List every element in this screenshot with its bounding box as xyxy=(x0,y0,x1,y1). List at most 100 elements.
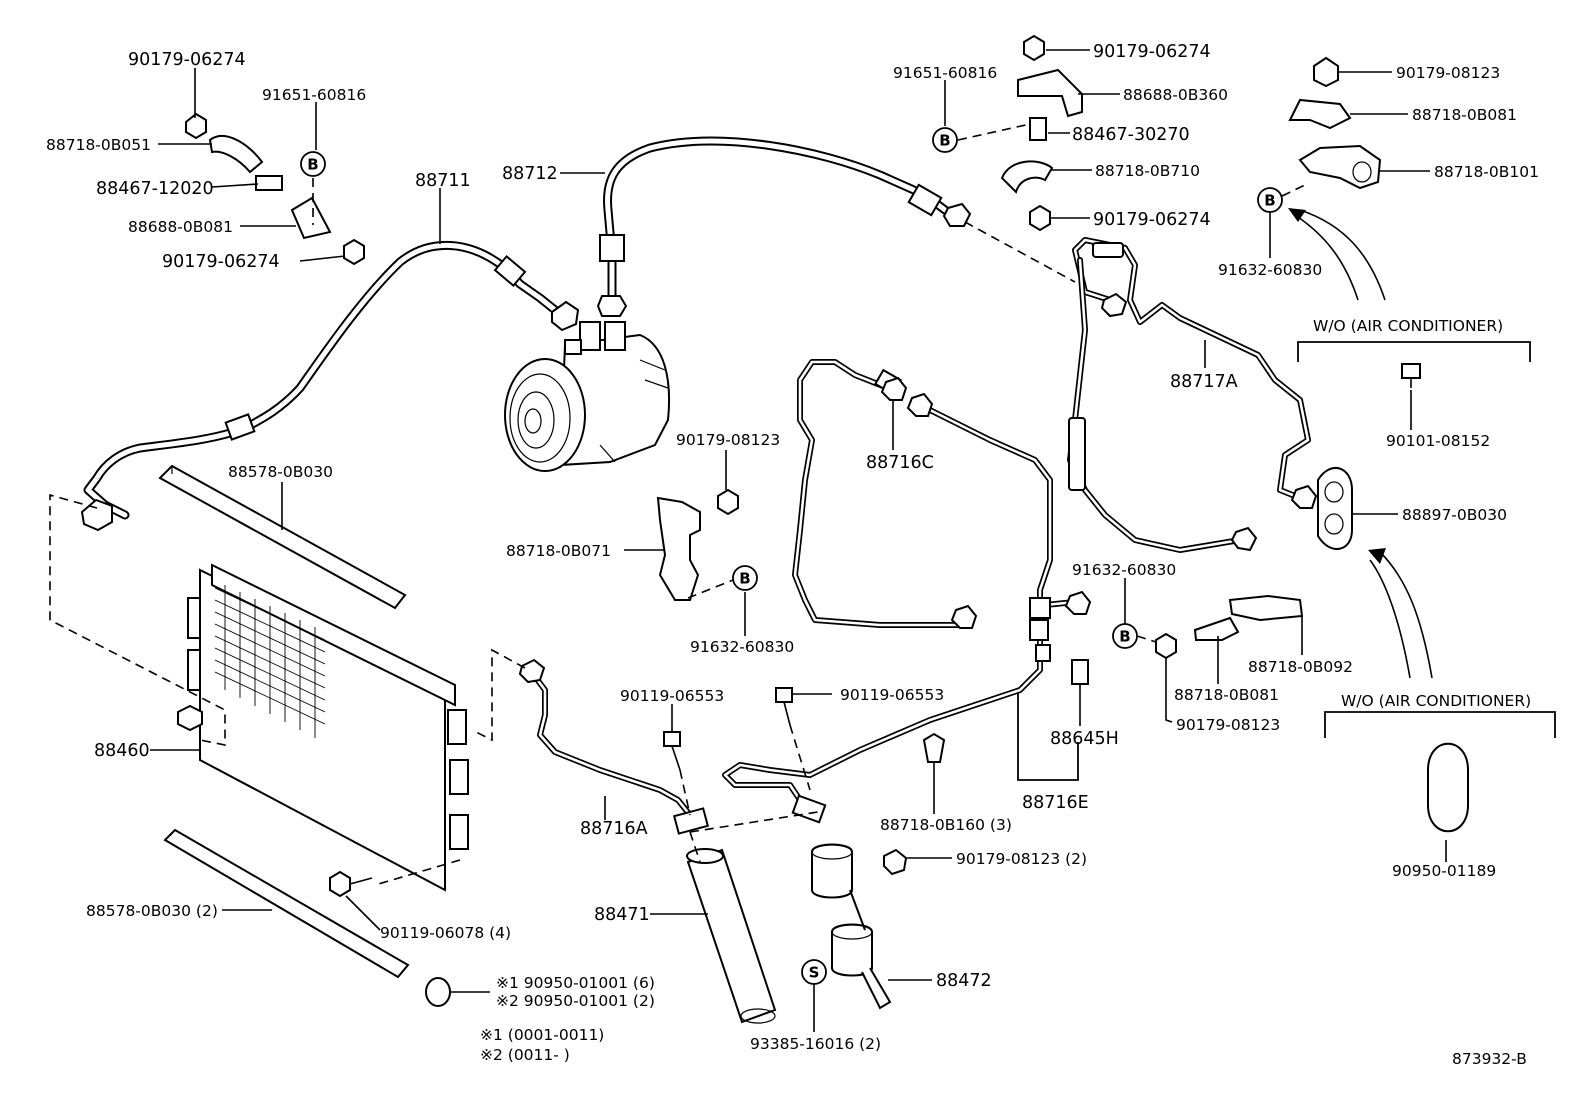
label-diagram-id: 873932-B xyxy=(1452,1050,1527,1068)
grommet-88897-0B030 xyxy=(1317,467,1353,550)
cushion-88467-12020 xyxy=(255,175,283,191)
label-93385-16016: 93385-16016 (2) xyxy=(750,1035,881,1053)
label-91632-60830-m: 91632-60830 xyxy=(690,638,794,656)
mark-b-tr: B xyxy=(932,127,958,153)
seal-88578-0B030 xyxy=(158,464,407,610)
label-90119-06553-b: 90119-06553 xyxy=(840,686,944,704)
clamp-88718-0B101 xyxy=(1298,144,1382,190)
part-labels: 90179-06274 91651-60816 88718-0B051 8846… xyxy=(46,42,1539,1068)
pipe-88716A xyxy=(518,658,710,835)
bracket-88718-0B071 xyxy=(656,496,701,601)
mark-b-far-right: B xyxy=(1257,187,1283,213)
clamp-88718-0B051 xyxy=(208,134,264,174)
label-90101-08152: 90101-08152 xyxy=(1386,432,1490,450)
label-88460: 88460 xyxy=(94,741,150,761)
label-90179-06274-r2: 90179-06274 xyxy=(1093,210,1211,230)
mark-s: S xyxy=(801,959,827,985)
plug-90950-01189 xyxy=(1427,742,1469,833)
label-91651-60816-l: 91651-60816 xyxy=(262,86,366,104)
hose-88711 xyxy=(80,241,580,532)
label-90179-08123-m: 90179-08123 xyxy=(676,431,780,449)
label-wo-air-conditioner-2: W/O (AIR CONDITIONER) xyxy=(1341,692,1531,710)
clamp-88718-0B081-tr xyxy=(1288,98,1352,130)
label-90179-06274-l2: 90179-06274 xyxy=(162,252,280,272)
clamp-88718-0B092 xyxy=(1228,594,1304,622)
small-parts xyxy=(185,34,1469,1007)
label-88718-0B081-r: 88718-0B081 xyxy=(1174,686,1279,704)
nut-90179-08123-r xyxy=(1155,632,1177,660)
label-90950-01189: 90950-01189 xyxy=(1392,862,1496,880)
label-88471: 88471 xyxy=(594,905,650,925)
pipe-88717A xyxy=(1067,237,1318,553)
leader-lines xyxy=(150,49,1447,1032)
mark-b-mid: B xyxy=(732,565,758,591)
nut-90179-06274-tl xyxy=(185,112,207,140)
label-88718-0B710: 88718-0B710 xyxy=(1095,162,1200,180)
label-88897-0B030: 88897-0B030 xyxy=(1402,506,1507,524)
label-88645H: 88645H xyxy=(1050,729,1119,749)
label-91651-60816-r: 91651-60816 xyxy=(893,64,997,82)
label-88718-0B092: 88718-0B092 xyxy=(1248,658,1353,676)
cushion-88467-30270 xyxy=(1029,117,1047,141)
bolt-90101-08152 xyxy=(1401,363,1421,379)
nut-90179-08123-m xyxy=(717,488,739,516)
svg-text:B: B xyxy=(1264,192,1275,210)
clamp-88718-0B081-r xyxy=(1193,616,1240,641)
bolt-90119-06553-a xyxy=(663,731,681,747)
label-wo-air-conditioner-1: W/O (AIR CONDITIONER) xyxy=(1313,317,1503,335)
label-88718-0B160: 88718-0B160 (3) xyxy=(880,816,1012,834)
label-90179-08123-r: 90179-08123 xyxy=(1176,716,1280,734)
svg-text:B: B xyxy=(1119,628,1130,646)
label-90119-06078: 90119-06078 (4) xyxy=(380,924,511,942)
mark-b-tl: B xyxy=(300,151,326,177)
nut-90179-08123-tr xyxy=(1313,56,1339,88)
nut-90179-06274-r2 xyxy=(1029,204,1051,232)
svg-text:S: S xyxy=(809,964,820,982)
label-88716C: 88716C xyxy=(866,453,934,473)
condenser-88460 xyxy=(177,563,469,892)
mark-b-right: B xyxy=(1112,623,1138,649)
label-range-1: ※1 (0001-0011) xyxy=(480,1026,604,1044)
label-88688-0B081: 88688-0B081 xyxy=(128,218,233,236)
receiver-88471 xyxy=(686,848,777,1024)
label-88712: 88712 xyxy=(502,164,558,184)
label-88717A: 88717A xyxy=(1170,372,1238,392)
label-note-2: ※2 90950-01001 (2) xyxy=(496,992,655,1010)
hose-88712 xyxy=(596,136,972,317)
compressor xyxy=(504,321,671,472)
label-range-2: ※2 (0011- ) xyxy=(480,1046,570,1064)
label-88718-0B071: 88718-0B071 xyxy=(506,542,611,560)
label-88688-0B360: 88688-0B360 xyxy=(1123,86,1228,104)
label-90179-08123-tr: 90179-08123 xyxy=(1396,64,1500,82)
label-90179-08123-2: 90179-08123 (2) xyxy=(956,850,1087,868)
label-88467-12020: 88467-12020 xyxy=(96,179,214,199)
plug-90950-01001 xyxy=(425,977,451,1007)
svg-text:B: B xyxy=(739,570,750,588)
label-88716A: 88716A xyxy=(580,819,648,839)
pipe-88716C xyxy=(792,359,978,629)
label-88578-0B030: 88578-0B030 xyxy=(228,463,333,481)
seal-88578-0B030-lower xyxy=(163,828,410,979)
label-90179-06274-tl: 90179-06274 xyxy=(128,50,246,70)
label-90119-06553-a: 90119-06553 xyxy=(620,687,724,705)
label-88716E: 88716E xyxy=(1022,793,1089,813)
svg-text:B: B xyxy=(307,156,318,174)
label-88718-0B051: 88718-0B051 xyxy=(46,136,151,154)
label-91632-60830-r: 91632-60830 xyxy=(1072,561,1176,579)
label-88718-0B081-tr: 88718-0B081 xyxy=(1412,106,1517,124)
label-88472: 88472 xyxy=(936,971,992,991)
bracket-88688-0B081 xyxy=(290,196,332,240)
clamp-88718-0B710 xyxy=(1000,160,1054,194)
nut-90179-06274-tr xyxy=(1023,34,1045,62)
pipe-88716E xyxy=(722,392,1092,824)
label-91632-60830-tr: 91632-60830 xyxy=(1218,261,1322,279)
bolt-90119-06078 xyxy=(329,870,351,898)
label-90179-06274-tr: 90179-06274 xyxy=(1093,42,1211,62)
switch-88645H xyxy=(1071,659,1089,685)
label-88711: 88711 xyxy=(415,171,471,191)
svg-text:B: B xyxy=(939,132,950,150)
bolt-90119-06553-b xyxy=(775,687,793,703)
label-88718-0B101: 88718-0B101 xyxy=(1434,163,1539,181)
nut-90179-06274-l2 xyxy=(343,238,365,266)
